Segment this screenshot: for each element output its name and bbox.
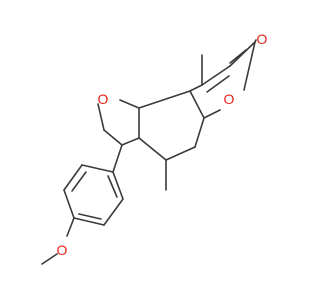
- bond-o6-c5a: [203, 109, 221, 119]
- bond-c2-c3: [103, 129, 123, 146]
- bond-aryl-inner-1: [71, 171, 87, 192]
- bond-ome-methyl: [41, 253, 58, 265]
- methoxyphenyl-group: [41, 144, 124, 265]
- bond-carbonyl-a: [229, 49, 247, 64]
- bond-c5a-c5: [194, 117, 205, 148]
- furan-oxygen-label: O: [98, 91, 109, 107]
- bond-aryl-6: [112, 171, 124, 200]
- bond-c8-c7: [229, 41, 256, 67]
- bond-c4-c3a: [138, 137, 167, 161]
- bond-c9a-c9b: [138, 90, 191, 109]
- molecule-structure: O O O O: [41, 31, 268, 265]
- pyranone-oxygen-label: O: [224, 91, 235, 107]
- pyranone-ring: [189, 39, 257, 119]
- bond-o1-c2: [97, 103, 105, 131]
- bond-aryl-ome: [66, 217, 75, 237]
- bond-aryl-1: [81, 164, 114, 173]
- bond-c5-c4: [165, 146, 196, 161]
- bond-c3-c3a: [121, 137, 140, 146]
- bond-c7-o6: [243, 41, 256, 91]
- bond-c9-c8: [201, 65, 231, 86]
- bond-aryl-inner-3: [107, 175, 118, 198]
- carbonyl-oxygen-label: O: [257, 31, 268, 47]
- methoxy-oxygen-label: O: [57, 242, 68, 258]
- carbonyl-group: [229, 49, 247, 64]
- central-benzene-ring: [138, 90, 205, 161]
- bond-c9a-o1: [119, 99, 140, 109]
- bond-c9-c8-inner: [206, 75, 230, 93]
- bond-aryl-2: [63, 164, 83, 191]
- bond-c9b-c5a: [189, 90, 205, 119]
- bond-aryl-inner-2: [78, 213, 102, 220]
- bond-c3-aryl: [112, 144, 123, 173]
- bond-aryl-5: [103, 198, 124, 226]
- furan-ring: [97, 99, 140, 146]
- bond-c9b-c9: [189, 84, 203, 92]
- bond-aryl-3: [63, 189, 75, 219]
- structure-canvas: O O O O: [41, 31, 268, 265]
- bond-aryl-4: [73, 217, 105, 226]
